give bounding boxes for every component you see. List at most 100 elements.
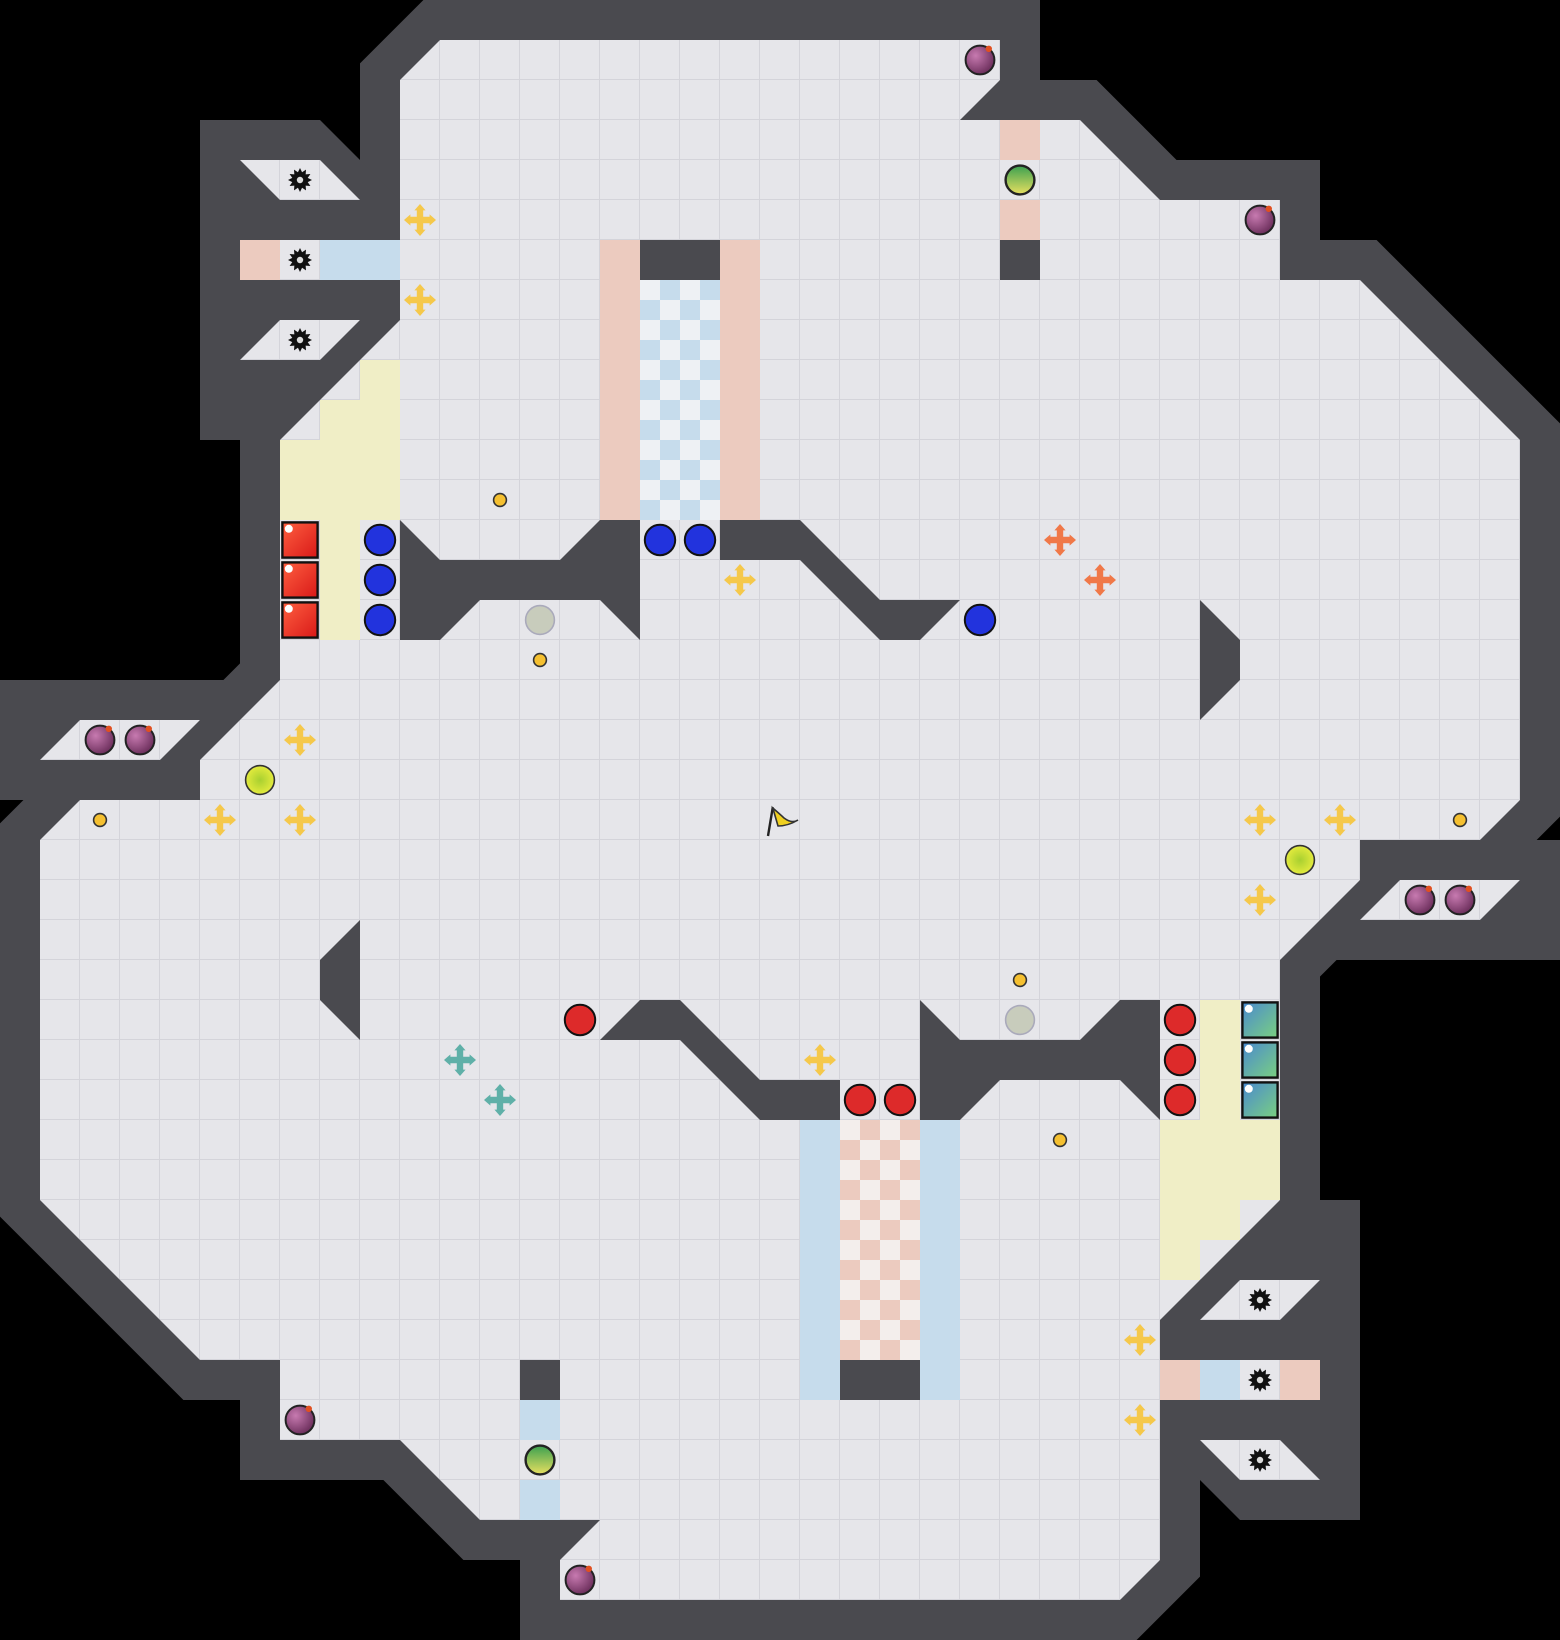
inner-wall: [920, 1000, 1160, 1120]
checker-zone: [700, 300, 720, 320]
bomb-icon: [1404, 884, 1436, 916]
checker-zone: [840, 1160, 860, 1180]
checker-zone: [840, 1240, 860, 1260]
checker-zone: [860, 1160, 880, 1180]
boost-icon: [1084, 564, 1116, 596]
checker-zone: [840, 1120, 860, 1140]
inner-wall: [1200, 600, 1240, 720]
checker-zone: [900, 1320, 920, 1340]
checker-zone: [840, 1340, 860, 1360]
boost-icon: [1324, 804, 1356, 836]
checker-zone: [640, 500, 660, 520]
checker-zone: [880, 1120, 900, 1140]
inner-wall: [640, 240, 720, 280]
checker-zone: [900, 1220, 920, 1240]
inner-wall: [320, 920, 360, 1040]
team-zone-tile: [920, 1360, 960, 1400]
bomb-icon: [1244, 204, 1276, 236]
team-zone-tile: [920, 1240, 960, 1280]
checker-zone: [900, 1140, 920, 1160]
checker-zone: [640, 480, 660, 500]
bomb-icon: [284, 1404, 316, 1436]
red-ball-icon: [1163, 1083, 1197, 1117]
checker-zone: [700, 360, 720, 380]
checker-zone: [700, 420, 720, 440]
team-zone-tile: [920, 1320, 960, 1360]
checker-zone: [860, 1320, 880, 1340]
checker-zone: [660, 300, 680, 320]
checker-zone: [700, 500, 720, 520]
checker-zone: [660, 460, 680, 480]
checker-zone: [640, 420, 660, 440]
checker-zone: [860, 1300, 880, 1320]
gate-icon: [1004, 164, 1036, 196]
yellow-zone-tile: [280, 480, 320, 520]
team-zone-tile: [800, 1360, 840, 1400]
checker-zone: [840, 1200, 860, 1220]
boost-icon: [1124, 1404, 1156, 1436]
gate-icon: [524, 1444, 556, 1476]
red-ball-icon: [1163, 1043, 1197, 1077]
yellow-zone-tile: [320, 600, 360, 640]
checker-zone: [680, 440, 700, 460]
checker-zone: [640, 340, 660, 360]
spike-pocket: [40, 720, 200, 760]
yellow-zone-tile: [280, 440, 320, 480]
yellow-zone-tile: [1200, 1160, 1240, 1200]
checker-zone: [880, 1160, 900, 1180]
checker-zone: [640, 320, 660, 340]
boost-icon: [1244, 804, 1276, 836]
checker-zone: [840, 1220, 860, 1240]
checker-zone: [680, 300, 700, 320]
checker-zone: [880, 1200, 900, 1220]
yellow-zone-tile: [1160, 1240, 1200, 1280]
inner-wall: [1000, 240, 1040, 280]
checker-zone: [680, 380, 700, 400]
powerup-icon: [244, 764, 276, 796]
blue-ball-icon: [683, 523, 717, 557]
checker-zone: [900, 1160, 920, 1180]
checker-zone: [660, 400, 680, 420]
red-ball-icon: [563, 1003, 597, 1037]
checker-zone: [680, 400, 700, 420]
checker-zone: [900, 1180, 920, 1200]
team-zone-tile: [800, 1120, 840, 1160]
boost-icon: [1244, 884, 1276, 916]
blue-flag-tile-icon: [1241, 1041, 1279, 1079]
checker-zone: [840, 1300, 860, 1320]
checker-zone: [660, 380, 680, 400]
checker-zone: [660, 440, 680, 460]
boost-icon: [1044, 524, 1076, 556]
checker-zone: [860, 1140, 880, 1160]
team-tile: [1160, 1360, 1200, 1400]
zones-layer: [240, 120, 1320, 1520]
team-zone-tile: [720, 280, 760, 320]
blue-flag-tile-icon: [1241, 1001, 1279, 1039]
inner-wall: [400, 520, 640, 640]
team-zone-tile: [800, 1320, 840, 1360]
checker-zone: [880, 1180, 900, 1200]
checker-zone: [840, 1260, 860, 1280]
team-tile: [1280, 1360, 1320, 1400]
checker-zone: [860, 1180, 880, 1200]
red-flag-tile-icon: [281, 601, 319, 639]
team-tile: [1000, 200, 1040, 240]
yellow-zone-tile: [360, 440, 400, 480]
blue-flag-tile-icon: [1241, 1081, 1279, 1119]
boost-icon: [284, 724, 316, 756]
checker-zone: [840, 1320, 860, 1340]
team-zone-tile: [920, 1120, 960, 1160]
team-tile: [320, 240, 360, 280]
team-zone-tile: [800, 1240, 840, 1280]
checker-zone: [840, 1140, 860, 1160]
checker-zone: [900, 1120, 920, 1140]
inner-wall: [840, 1360, 920, 1400]
yellow-zone-tile: [1240, 1160, 1280, 1200]
checker-zone: [860, 1340, 880, 1360]
checker-zone: [880, 1260, 900, 1280]
boost-icon: [1124, 1324, 1156, 1356]
red-ball-icon: [883, 1083, 917, 1117]
checker-zone: [660, 480, 680, 500]
flag-icon: [766, 805, 799, 837]
checker-zone: [900, 1340, 920, 1360]
